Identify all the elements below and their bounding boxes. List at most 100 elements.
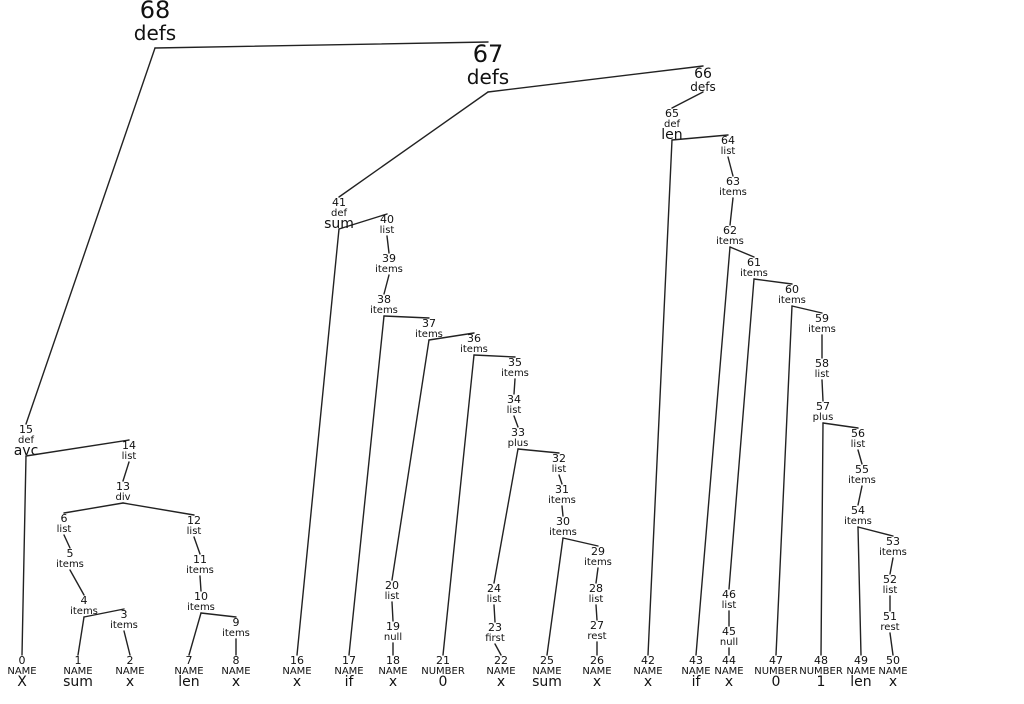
edge-34-33 — [513, 415, 519, 428]
node-kind: items — [187, 602, 215, 613]
node-value: x — [293, 674, 301, 690]
node-kind: NAME — [115, 666, 144, 677]
node-kind: list — [722, 600, 737, 611]
node-value: x — [889, 674, 897, 690]
edge-15-14 — [25, 439, 130, 457]
node-value: 1 — [817, 674, 826, 690]
node-kind: items — [584, 557, 612, 568]
edge-61-60 — [753, 278, 793, 285]
node-kind: defs — [467, 65, 509, 89]
edge-15-0 — [21, 455, 27, 656]
edge-39-38 — [383, 274, 390, 295]
edge-65-64 — [671, 134, 729, 141]
node-id: 13 — [116, 480, 130, 493]
node-kind: NAME — [378, 666, 407, 677]
node-kind: list — [851, 439, 866, 450]
edge-13-6 — [63, 502, 124, 514]
node-id: 22 — [494, 654, 508, 667]
edge-37-20 — [391, 339, 430, 581]
node-id: 54 — [851, 504, 865, 517]
edge-28-27 — [595, 604, 598, 621]
node-value: len — [661, 127, 682, 143]
node-kind: list — [883, 585, 898, 596]
node-kind: NAME — [221, 666, 250, 677]
node-id: 6 — [61, 512, 68, 525]
edge-41-40 — [338, 213, 388, 230]
node-kind: list — [507, 405, 522, 416]
edge-56-55 — [857, 449, 863, 465]
edge-23-22 — [494, 643, 502, 656]
edge-65-42 — [647, 139, 673, 656]
node-id: 9 — [233, 616, 240, 629]
edge-32-31 — [558, 474, 563, 485]
node-value: if — [692, 674, 702, 690]
node-value: X — [17, 674, 27, 690]
node-id: 62 — [723, 224, 737, 237]
edge-54-49 — [857, 526, 862, 656]
node-kind: items — [186, 565, 214, 576]
node-id: 41 — [332, 196, 346, 209]
node-value: x — [232, 674, 240, 690]
node-id: 4 — [81, 594, 88, 607]
node-id: 48 — [814, 654, 828, 667]
node-id: 67 — [473, 40, 504, 68]
node-value: 0 — [439, 674, 448, 690]
edge-57-56 — [822, 422, 859, 429]
edge-58-57 — [821, 379, 824, 402]
node-kind: first — [485, 633, 505, 644]
node-value: avc — [14, 443, 39, 459]
node-id: 18 — [386, 654, 400, 667]
node-kind: NAME — [582, 666, 611, 677]
edge-14-13 — [122, 461, 130, 482]
node-id: 42 — [641, 654, 655, 667]
edge-66-65 — [671, 91, 704, 109]
node-id: 3 — [121, 608, 128, 621]
node-value: x — [126, 674, 134, 690]
node-kind: items — [719, 187, 747, 198]
node-kind: NUMBER — [799, 666, 843, 677]
node-id: 11 — [193, 553, 207, 566]
node-kind: items — [370, 305, 398, 316]
node-kind: items — [415, 329, 443, 340]
node-kind: def — [331, 208, 348, 219]
node-kind: list — [552, 464, 567, 475]
node-id: 56 — [851, 427, 865, 440]
node-kind: items — [549, 527, 577, 538]
edge-68-67 — [154, 41, 489, 49]
node-id: 47 — [769, 654, 783, 667]
node-kind: plus — [813, 412, 834, 423]
edge-4-1 — [77, 616, 85, 656]
edge-63-62 — [729, 197, 734, 226]
node-id: 59 — [815, 312, 829, 325]
edge-3-2 — [123, 630, 131, 656]
node-kind: list — [721, 146, 736, 157]
node-id: 14 — [122, 439, 136, 452]
edge-62-43 — [695, 246, 731, 656]
node-kind: items — [844, 516, 872, 527]
edge-40-39 — [386, 235, 390, 254]
node-kind: items — [501, 368, 529, 379]
node-kind: rest — [587, 631, 606, 642]
node-id: 25 — [540, 654, 554, 667]
